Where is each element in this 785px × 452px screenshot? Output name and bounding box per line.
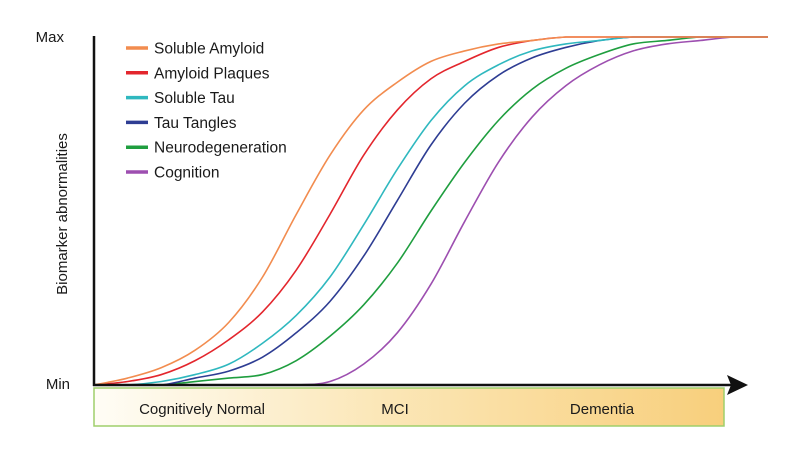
series-line-soluble-amyloid — [93, 36, 768, 386]
legend-label-amyloid-plaques: Amyloid Plaques — [154, 65, 270, 82]
series-line-neurodegeneration — [94, 36, 768, 386]
legend-label-soluble-amyloid: Soluble Amyloid — [154, 41, 264, 58]
y-tick-max: Max — [36, 29, 65, 46]
stage-label-cognitively-normal: Cognitively Normal — [139, 401, 265, 418]
legend-label-cognition: Cognition — [154, 165, 220, 182]
stage-label-dementia: Dementia — [570, 401, 635, 418]
y-tick-min: Min — [46, 376, 70, 393]
stage-band — [93, 387, 725, 427]
legend-label-neurodegeneration: Neurodegeneration — [154, 140, 287, 157]
y-axis-label: Biomarker abnormalities — [54, 133, 71, 295]
stage-label-mci: MCI — [381, 401, 409, 418]
legend-label-tau-tangles: Tau Tangles — [154, 115, 237, 132]
legend-label-soluble-tau: Soluble Tau — [154, 90, 235, 107]
x-axis-arrow-icon — [727, 375, 748, 395]
